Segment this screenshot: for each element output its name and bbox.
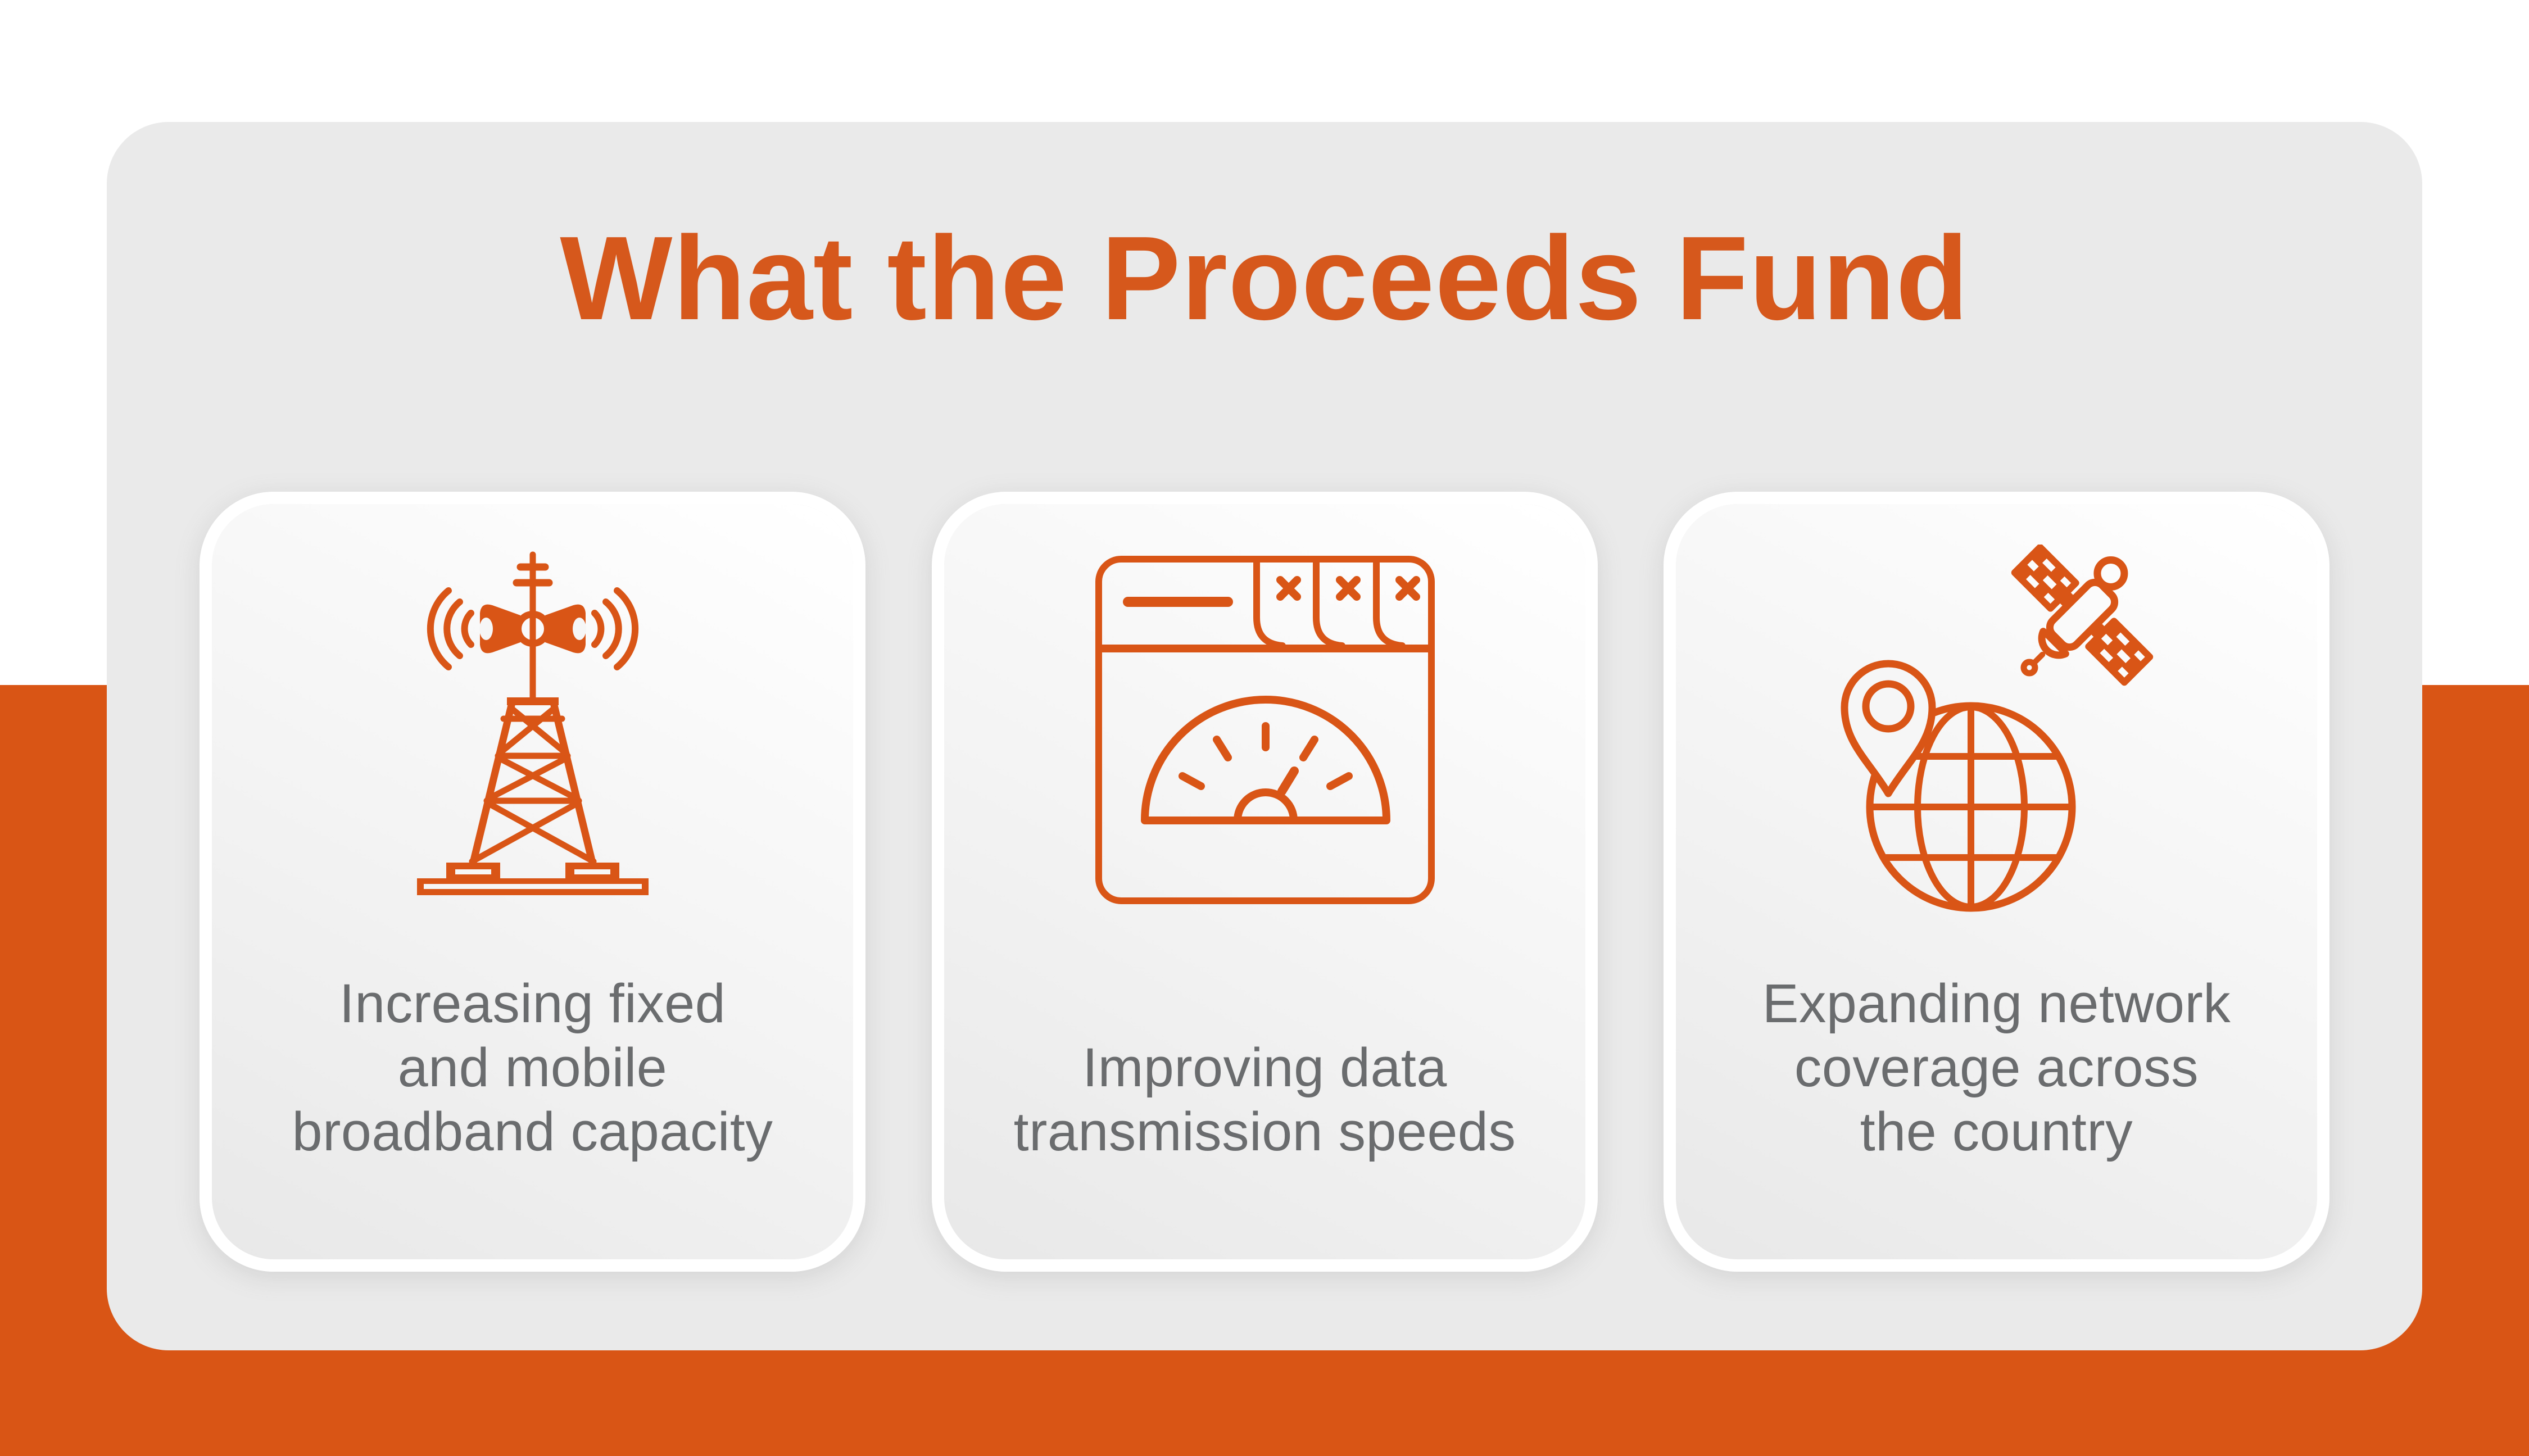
card-icon-wrap <box>944 547 1585 913</box>
card-broadband-capacity: Increasing fixed and mobile broadband ca… <box>200 492 865 1272</box>
card-label: Increasing fixed and mobile broadband ca… <box>292 973 773 1162</box>
globe-satellite-icon <box>1770 545 2223 915</box>
page-title: What the Proceeds Fund <box>560 211 1969 344</box>
card-label: Expanding network coverage across the co… <box>1762 973 2231 1162</box>
card-icon-wrap <box>212 547 853 913</box>
card-network-coverage: Expanding network coverage across the co… <box>1664 492 2329 1272</box>
card-label: Improving data transmission speeds <box>1013 1037 1516 1162</box>
speed-test-browser-icon <box>1094 555 1436 905</box>
card-transmission-speeds: Improving data transmission speeds <box>932 492 1598 1272</box>
card-icon-wrap <box>1676 545 2317 915</box>
radio-tower-icon <box>415 550 651 910</box>
